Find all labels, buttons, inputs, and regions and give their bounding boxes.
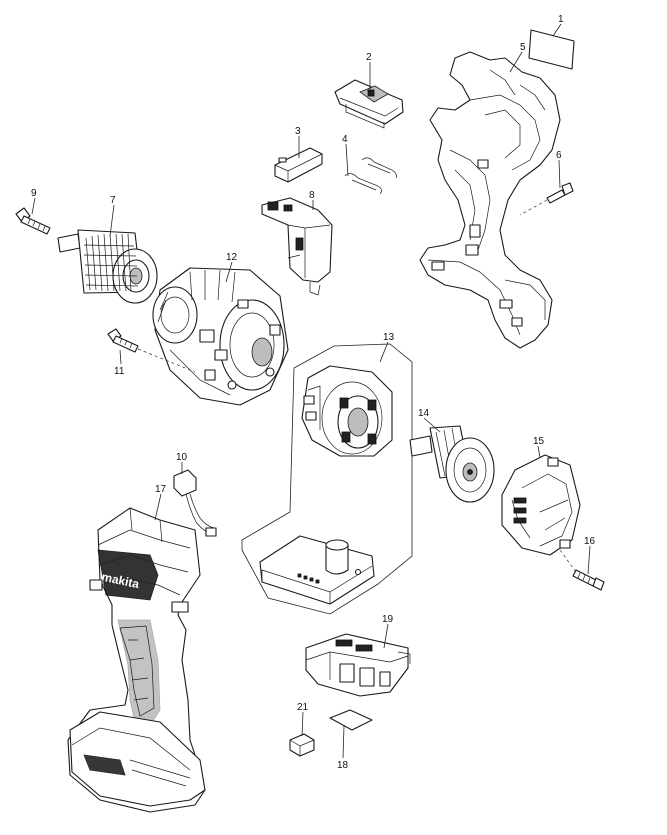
part-18-label xyxy=(329,709,373,731)
part-5-housing-half xyxy=(419,51,561,349)
callout-5: 5 xyxy=(520,42,526,53)
callout-19: 19 xyxy=(382,614,394,625)
part-13-motor-set xyxy=(241,343,413,615)
callout-8: 8 xyxy=(309,190,315,201)
callout-1: 1 xyxy=(558,14,564,25)
callout-15: 15 xyxy=(533,436,545,447)
callout-7: 7 xyxy=(110,195,116,206)
callout-9: 9 xyxy=(31,188,37,199)
callout-11: 11 xyxy=(114,366,125,377)
part-16-screw xyxy=(559,549,605,591)
callout-12: 12 xyxy=(226,252,238,263)
part-10-connector xyxy=(173,469,217,537)
callout-14: 14 xyxy=(418,408,430,419)
callout-13: 13 xyxy=(383,332,395,343)
leader-lines xyxy=(31,23,591,759)
part-9-screw xyxy=(15,207,51,235)
part-7-drill-chuck xyxy=(57,229,158,304)
part-21-connector xyxy=(289,733,315,757)
callout-3: 3 xyxy=(295,126,301,137)
callout-21: 21 xyxy=(297,702,309,713)
callout-2: 2 xyxy=(366,52,372,63)
callout-17: 17 xyxy=(155,484,167,495)
callout-18: 18 xyxy=(337,760,349,771)
part-12-gear-assembly xyxy=(152,267,289,406)
part-19-terminal xyxy=(305,633,411,697)
part-11-screw xyxy=(107,328,196,373)
part-17-housing-set: makita xyxy=(67,507,206,813)
callout-numbers: 1 2 3 4 5 6 7 8 9 10 11 12 13 14 15 16 1… xyxy=(31,14,596,771)
part-3-button xyxy=(274,147,323,183)
part-2-switch-lever xyxy=(334,79,404,129)
callout-16: 16 xyxy=(584,536,596,547)
part-14-rotor xyxy=(409,425,495,503)
part-4-springs xyxy=(344,157,397,195)
part-6-screw xyxy=(519,182,574,216)
part-1-label-plate xyxy=(528,29,575,70)
callout-10: 10 xyxy=(176,452,188,463)
part-15-fan-cover xyxy=(501,454,581,556)
callout-4: 4 xyxy=(342,134,348,145)
callout-6: 6 xyxy=(556,150,562,161)
part-8-switch xyxy=(261,197,333,296)
